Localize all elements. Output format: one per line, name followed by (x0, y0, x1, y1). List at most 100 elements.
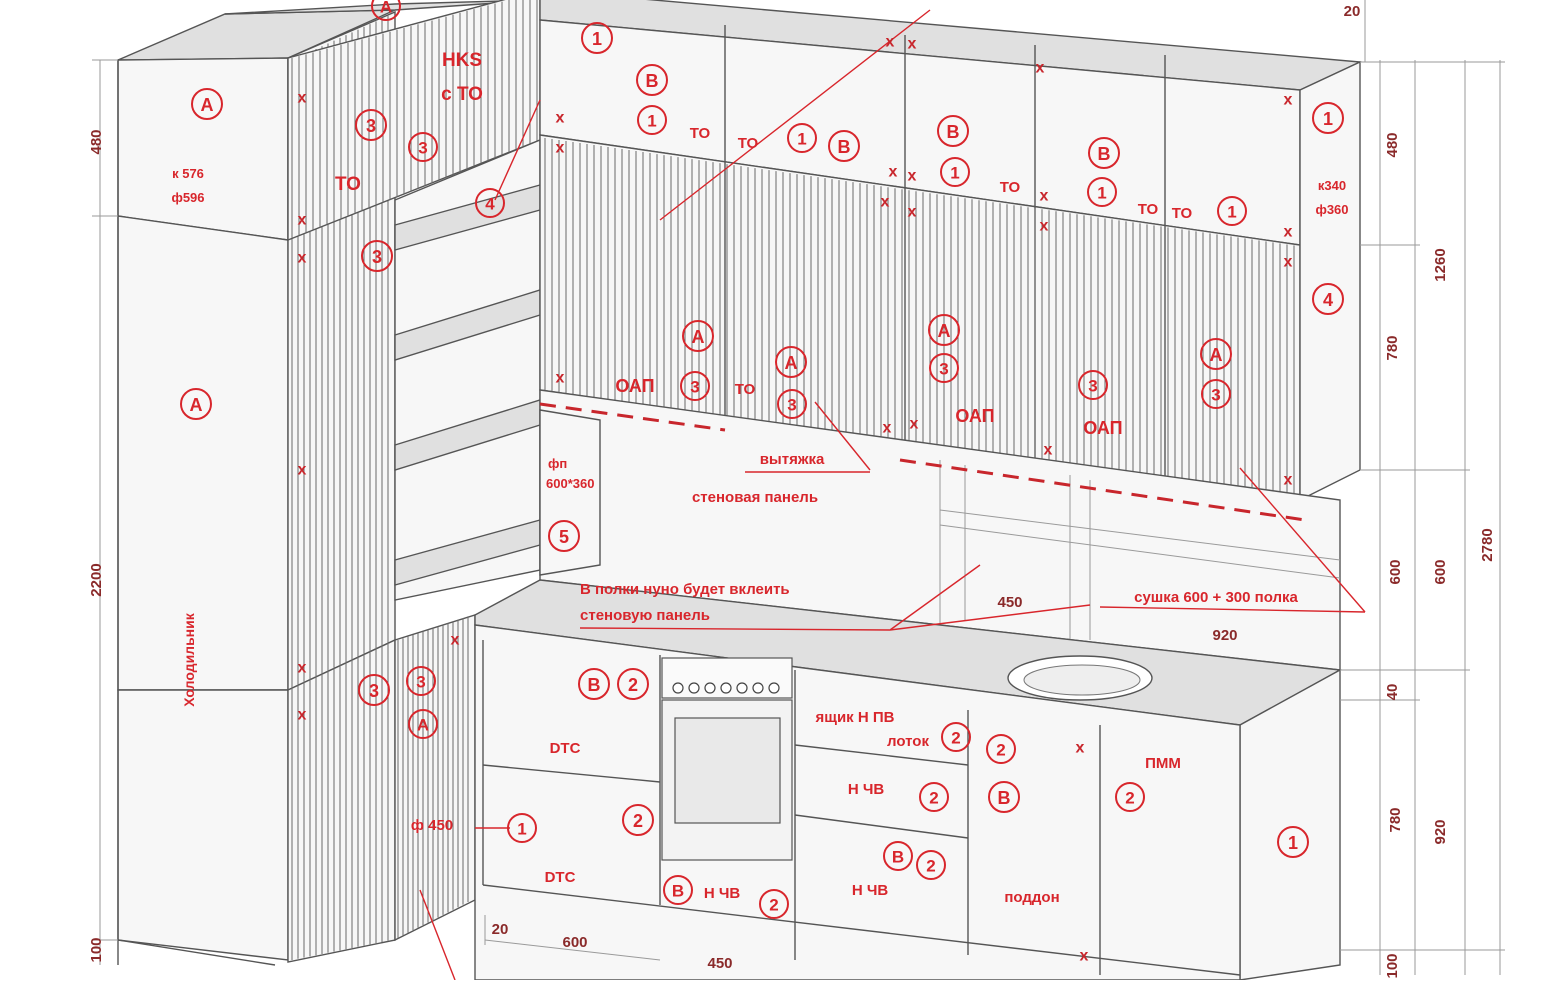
x-mark: x (883, 420, 892, 437)
marker-1: 1 (1087, 177, 1117, 207)
marker-a: A (1200, 338, 1232, 370)
x-mark: x (1284, 254, 1293, 271)
svg-text:3: 3 (416, 673, 425, 692)
marker-1: 1 (1312, 102, 1344, 134)
svg-text:B: B (672, 882, 684, 901)
x-mark: x (298, 707, 307, 724)
marker-a: A (191, 88, 223, 120)
marker-a: A (682, 320, 714, 352)
label-f360: ф360 (1315, 202, 1348, 217)
label-nchv-2: Н ЧВ (852, 882, 889, 899)
svg-text:1: 1 (1097, 184, 1106, 203)
note-texts: к 576 ф596 HKS с ТО ТО ТО ТО ТО ТО ТО ТО… (171, 50, 1348, 906)
label-dtc-2: DTC (545, 869, 576, 886)
svg-text:2: 2 (929, 789, 938, 808)
label-nchv-3: Н ЧВ (704, 885, 741, 902)
label-to-2: ТО (690, 125, 711, 142)
base-cabinets (474, 624, 1241, 981)
svg-text:2: 2 (951, 729, 960, 748)
x-mark: x (889, 164, 898, 181)
label-shelf-note-2: стеновую панель (580, 607, 710, 624)
svg-text:B: B (998, 788, 1011, 808)
x-mark: x (1076, 740, 1085, 757)
label-fp: фп (548, 456, 567, 471)
x-mark: x (298, 660, 307, 677)
svg-text:2: 2 (633, 811, 643, 831)
svg-text:3: 3 (369, 681, 379, 701)
marker-b: B (988, 781, 1020, 813)
marker-2: 2 (617, 668, 649, 700)
svg-text:3: 3 (939, 360, 948, 379)
dim-top-20: 20 (1344, 3, 1361, 20)
svg-text:A: A (190, 395, 203, 415)
wall-panel (539, 389, 1341, 671)
dim-left-2200: 2200 (88, 563, 105, 596)
label-to-3: ТО (738, 135, 759, 152)
svg-text:1: 1 (1288, 833, 1298, 853)
label-fridge: Холодильник (181, 612, 197, 706)
svg-text:1: 1 (950, 164, 959, 183)
x-mark: x (1040, 188, 1049, 205)
x-mark: x (881, 194, 890, 211)
x-mark: x (908, 168, 917, 185)
dim-right-780-top: 780 (1384, 335, 1401, 360)
svg-text:2: 2 (996, 741, 1005, 760)
label-dtc-1: DTC (550, 740, 581, 757)
label-f450: ф 450 (411, 817, 453, 834)
marker-a: A (371, 0, 401, 21)
x-mark: x (1284, 472, 1293, 489)
label-pallet: поддон (1004, 889, 1059, 906)
x-mark: x (556, 110, 565, 127)
marker-b: B (1088, 137, 1120, 169)
dim-right-100: 100 (1384, 953, 1401, 978)
dimension-texts: 20 480 2200 100 480 1260 780 2780 600 60… (88, 3, 1496, 979)
svg-text:3: 3 (787, 396, 796, 415)
svg-text:2: 2 (769, 896, 778, 915)
marker-b: B (636, 64, 668, 96)
label-drawer-npv: ящик Н ПВ (816, 709, 895, 726)
label-fp-size: 600*360 (546, 476, 594, 491)
svg-text:3: 3 (1211, 386, 1220, 405)
svg-text:A: A (692, 327, 705, 347)
label-f596: ф596 (171, 190, 204, 205)
svg-text:1: 1 (1227, 203, 1236, 222)
marker-1: 1 (507, 813, 537, 843)
label-shelf-note-1: В полки нуно будет вклеить (580, 581, 790, 598)
marker-3: 3 (406, 666, 436, 696)
marker-2: 2 (622, 804, 654, 836)
marker-1: 1 (1277, 826, 1309, 858)
svg-text:3: 3 (372, 247, 382, 267)
svg-text:3: 3 (366, 116, 376, 136)
label-oap-2: ОАП (955, 406, 994, 426)
svg-text:1: 1 (517, 820, 526, 839)
x-mark: x (1044, 442, 1053, 459)
dim-bottom-600: 600 (562, 934, 587, 951)
dim-right-600b: 600 (1432, 559, 1449, 584)
marker-1: 1 (940, 157, 970, 187)
marker-3: 3 (680, 371, 710, 401)
dim-right-780-bottom: 780 (1387, 807, 1404, 832)
tall-column (117, 9, 396, 966)
dim-bottom-20: 20 (492, 921, 509, 938)
x-mark: x (298, 462, 307, 479)
x-mark: x (908, 204, 917, 221)
x-mark: x (451, 632, 460, 649)
svg-text:4: 4 (1323, 290, 1333, 310)
label-k576: к 576 (172, 166, 204, 181)
dim-right-920: 920 (1432, 819, 1449, 844)
x-mark: x (910, 416, 919, 433)
label-dryer: сушка 600 + 300 полка (1134, 589, 1298, 606)
svg-text:1: 1 (797, 130, 806, 149)
dim-left-480: 480 (88, 129, 105, 154)
circle-markers: AAAAAAAABBBBBBBB111111111222222223333333… (180, 0, 1344, 919)
dim-right-480: 480 (1384, 132, 1401, 157)
svg-text:3: 3 (418, 139, 427, 158)
marker-3: 3 (361, 240, 393, 272)
svg-text:5: 5 (559, 527, 569, 547)
svg-text:A: A (1210, 345, 1223, 365)
svg-text:A: A (417, 716, 429, 735)
marker-2: 2 (1115, 782, 1145, 812)
label-oap-3: ОАП (1083, 418, 1122, 438)
